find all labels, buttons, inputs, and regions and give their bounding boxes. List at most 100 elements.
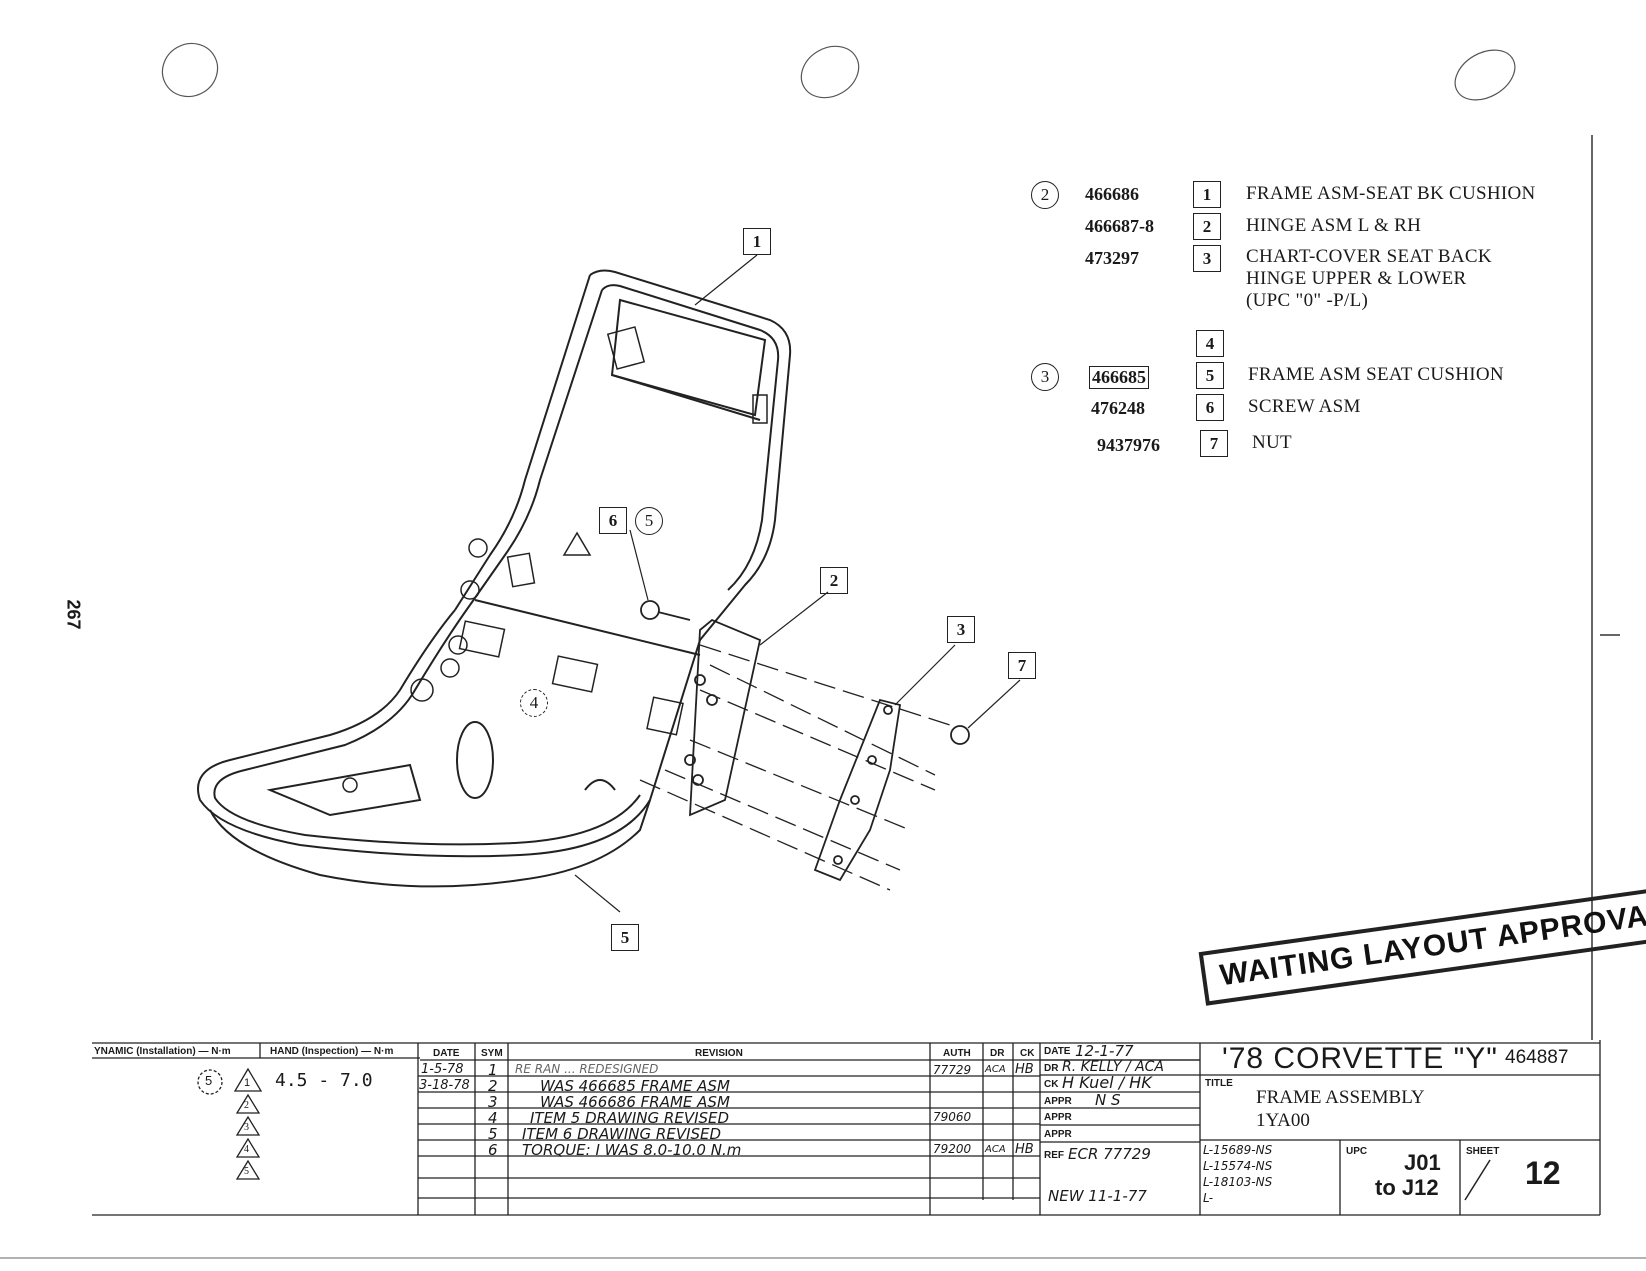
rev-text: TORQUE: I WAS 8.0-10.0 N.m [522, 1141, 742, 1159]
part-number: 466685 [1089, 366, 1149, 389]
torque-value: 4.5 - 7.0 [275, 1070, 373, 1091]
rev-ck-header: CK [1020, 1048, 1035, 1059]
drawing-number: 464887 [1505, 1047, 1569, 1068]
appr1-value: N S [1095, 1091, 1121, 1109]
rev-text: ITEM 5 DRAWING REVISED [530, 1109, 730, 1127]
part-number: 9437976 [1097, 435, 1160, 455]
sheet-value: 12 [1525, 1155, 1561, 1191]
ref-label: REF [1044, 1150, 1064, 1161]
torque-triangle-5: 5 [244, 1166, 249, 1177]
dr-value: R. KELLY / ACA [1062, 1059, 1165, 1075]
part-number: 473297 [1085, 248, 1139, 268]
item-box: 7 [1200, 430, 1228, 457]
l-code: L-18103-NS [1203, 1175, 1273, 1189]
torque-triangle-2: 2 [244, 1100, 249, 1111]
callout-6: 6 [599, 507, 627, 534]
rev-date: 1-5-78 [421, 1062, 464, 1077]
group-circle-2: 2 [1031, 181, 1059, 209]
rev-sym-header: SYM [481, 1048, 503, 1059]
item-box: 5 [1196, 362, 1224, 389]
part-description-line3: (UPC "0" -P/L) [1246, 290, 1369, 311]
part-description: FRAME ASM SEAT CUSHION [1248, 364, 1504, 385]
callout-4: 4 [520, 689, 548, 717]
torque-dynamic-header: YNAMIC (Installation) — N·m [94, 1046, 231, 1057]
torque-triangle-3: 3 [244, 1122, 249, 1133]
part-number: 466686 [1085, 184, 1139, 204]
title-label: TITLE [1205, 1078, 1233, 1089]
rev-text: WAS 466685 FRAME ASM [540, 1077, 730, 1095]
date-label: DATE [1044, 1046, 1071, 1057]
rev-ck: HB [1015, 1142, 1034, 1157]
rev-date-header: DATE [433, 1048, 460, 1059]
page-number: 267 [63, 599, 84, 630]
rev-text: ITEM 6 DRAWING REVISED [522, 1125, 722, 1143]
callout-3: 3 [947, 616, 975, 643]
rev-auth: 79060 [933, 1110, 972, 1124]
screw [640, 600, 691, 621]
upc-label: UPC [1346, 1146, 1368, 1157]
part-number: 476248 [1091, 398, 1145, 418]
frame-brackets [342, 326, 768, 793]
callout-6-circle: 5 [635, 507, 663, 535]
seat-cushion-frame [197, 599, 701, 888]
rev-ck: HB [1015, 1062, 1034, 1077]
appr2-label: APPR [1044, 1112, 1072, 1123]
ref-value: ECR 77729 [1068, 1145, 1151, 1163]
rev-sym: 2 [488, 1077, 498, 1095]
warning-triangle-icon [562, 531, 592, 556]
rev-dr: ACA [985, 1064, 1006, 1075]
torque-hand-header: HAND (Inspection) — N·m [270, 1046, 394, 1057]
l-code: L-15689-NS [1203, 1143, 1273, 1157]
model-name: '78 CORVETTE "Y" [1222, 1042, 1498, 1075]
upc-line2: to J12 [1375, 1175, 1439, 1200]
item-box: 6 [1196, 394, 1224, 421]
part-number: 466687-8 [1085, 216, 1154, 236]
torque-triangles [197, 1067, 263, 1180]
rev-sym: 4 [488, 1109, 498, 1127]
part-description: SCREW ASM [1248, 396, 1361, 417]
part-description: HINGE ASM L & RH [1246, 215, 1422, 236]
part-description: NUT [1252, 432, 1292, 453]
l-code: L- [1203, 1191, 1214, 1205]
title-line1: FRAME ASSEMBLY [1256, 1087, 1425, 1108]
l-code: L-15574-NS [1203, 1159, 1273, 1173]
appr1-label: APPR [1044, 1096, 1072, 1107]
group-circle-3: 3 [1031, 363, 1059, 391]
ck-value: H Kuel / HK [1062, 1073, 1152, 1092]
title-line2: 1YA00 [1256, 1110, 1310, 1131]
item-box: 3 [1193, 245, 1221, 272]
item-box: 2 [1193, 213, 1221, 240]
rev-dr-header: DR [990, 1048, 1005, 1059]
item-box: 1 [1193, 181, 1221, 208]
hinge-assembly [684, 618, 970, 882]
rev-sym: 6 [488, 1141, 498, 1159]
rev-sym: 5 [488, 1125, 498, 1143]
callout-7: 7 [1008, 652, 1036, 679]
rev-text: WAS 466686 FRAME ASM [540, 1093, 730, 1111]
title-block-grid [92, 1040, 1601, 1216]
part-description: FRAME ASM-SEAT BK CUSHION [1246, 183, 1536, 204]
rev-auth: 79200 [933, 1142, 972, 1156]
torque-triangle-label: 1 [244, 1077, 251, 1089]
sheet-label: SHEET [1466, 1146, 1500, 1157]
callout-1: 1 [743, 228, 771, 255]
rev-date: 3-18-78 [419, 1078, 470, 1093]
part-description: CHART-COVER SEAT BACK [1246, 246, 1492, 267]
rev-revision-header: REVISION [695, 1048, 743, 1059]
rev-sym: 1 [488, 1061, 498, 1079]
dr-label: DR [1044, 1063, 1059, 1074]
rev-auth: 77729 [933, 1063, 972, 1077]
leader-lines [574, 254, 1021, 913]
torque-triangle-4: 4 [244, 1144, 249, 1155]
new-value: NEW 11-1-77 [1048, 1187, 1147, 1205]
item-box: 4 [1196, 330, 1224, 357]
appr3-label: APPR [1044, 1129, 1072, 1140]
part-description-line2: HINGE UPPER & LOWER [1246, 268, 1467, 289]
ck-label: CK [1044, 1079, 1059, 1090]
alignment-lines [639, 644, 951, 891]
rev-text: RE RAN ... REDESIGNED [515, 1062, 659, 1076]
callout-2: 2 [820, 567, 848, 594]
rev-dr: ACA [985, 1144, 1006, 1155]
punch-holes [161, 42, 1516, 101]
